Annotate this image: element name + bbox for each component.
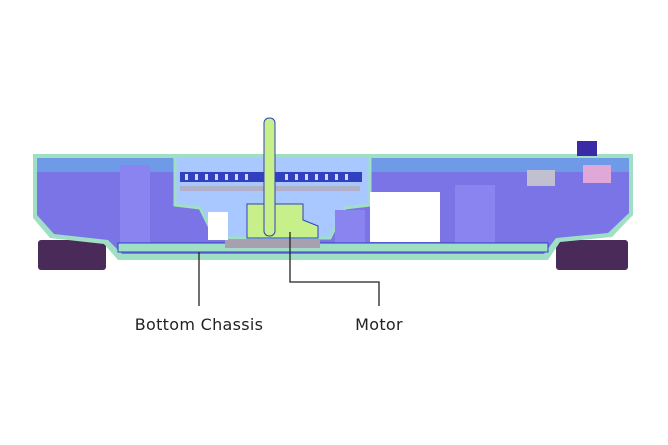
opening (208, 212, 228, 240)
bottom-chassis-label: Bottom Chassis (134, 315, 264, 334)
component (527, 170, 555, 186)
control-knob (577, 141, 597, 156)
pillar (455, 185, 495, 250)
bottom-chassis-plate (117, 242, 549, 253)
motor-label: Motor (355, 315, 403, 334)
pillar (120, 165, 150, 250)
motor-leader (289, 232, 380, 306)
control-board (583, 165, 611, 183)
right-foot (556, 240, 628, 270)
left-foot (38, 240, 106, 270)
platter-ribs (185, 174, 348, 180)
motor-base (225, 240, 320, 248)
opening (370, 192, 440, 242)
spindle (263, 117, 276, 237)
